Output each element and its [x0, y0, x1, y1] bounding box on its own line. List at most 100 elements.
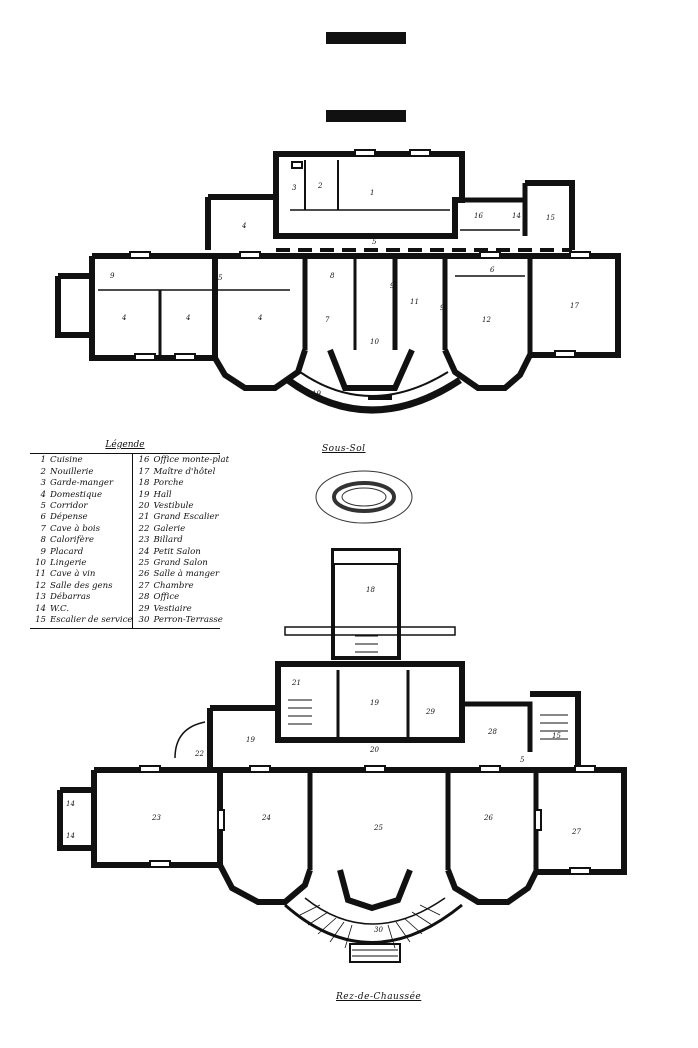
room-label: 3	[292, 184, 297, 192]
room-label: 26	[483, 814, 493, 822]
legend-row: 11 Cave à vin	[30, 569, 132, 580]
legend-number: 1	[40, 455, 46, 466]
legend-number: 17	[138, 466, 150, 477]
legend-room-name: Vestibule	[153, 501, 194, 512]
basement-room-numbers: 1 2 3 4 4 4 4 5 5 6 7 8 9 9 9 10 11 12 1…	[110, 182, 579, 398]
legend-number: 12	[35, 580, 46, 591]
legend-number: 13	[35, 592, 46, 603]
room-label: 14	[512, 212, 521, 220]
room-label: 7	[325, 316, 330, 324]
legend-number: 24	[138, 546, 150, 557]
ground-floor-caption: Rez-de-Chaussée	[336, 992, 422, 1002]
legend-number: 30	[138, 615, 150, 626]
legend-number: 27	[138, 580, 150, 591]
legend-room-name: Office	[153, 592, 180, 603]
legend-room-name: Perron-Terrasse	[153, 615, 223, 626]
legend-row: 9 Placard	[30, 547, 132, 558]
room-label: 24	[261, 814, 271, 822]
legend-number: 22	[138, 523, 150, 534]
room-label: 9	[110, 272, 115, 280]
legend-room-name: W.C.	[50, 603, 70, 614]
room-label: 4	[241, 222, 246, 230]
header-bars	[326, 32, 406, 122]
room-label: 2	[317, 182, 323, 190]
legend-number: 25	[138, 558, 150, 569]
oval-ornament	[315, 470, 413, 524]
legend-number: 11	[35, 569, 46, 580]
legend-room-name: Chambre	[153, 580, 194, 591]
room-label: 13	[432, 390, 441, 398]
legend-number: 2	[40, 466, 46, 477]
room-label: 12	[482, 316, 491, 324]
legend-number: 8	[40, 535, 46, 546]
legend-number: 6	[40, 512, 46, 523]
legend-room-name: Cuisine	[50, 455, 83, 466]
legend-number: 3	[40, 478, 46, 489]
legend-room-name: Maître d'hôtel	[153, 466, 216, 477]
room-label: 6	[490, 266, 495, 274]
legend-room-name: Dépense	[50, 512, 88, 523]
legend-room-name: Débarras	[50, 592, 91, 603]
basement-plan	[55, 149, 621, 414]
room-label: 5	[218, 274, 223, 282]
legend-room-name: Lingerie	[50, 558, 87, 569]
room-label: 4	[257, 314, 262, 322]
legend-room-name: Hall	[153, 489, 172, 500]
room-label: 14	[66, 800, 75, 808]
room-label: 18	[366, 586, 375, 594]
room-label: 5	[372, 238, 377, 246]
room-label: 4	[185, 314, 190, 322]
legend-number: 7	[40, 523, 46, 534]
legend-room-name: Placard	[50, 546, 84, 557]
legend-room-name: Grand Salon	[153, 558, 208, 569]
legend-room-name: Garde-manger	[50, 478, 114, 489]
legend-number: 18	[138, 478, 150, 489]
room-label: 10	[370, 338, 379, 346]
room-label: 17	[570, 302, 579, 310]
legend-number: 26	[138, 569, 150, 580]
legend-room-name: Corridor	[50, 501, 88, 512]
room-label: 8	[330, 272, 335, 280]
room-label: 15	[546, 214, 555, 222]
legend-number: 14	[35, 603, 46, 614]
room-label: 4	[121, 314, 126, 322]
room-label: 19	[370, 699, 379, 707]
legend-number: 19	[138, 489, 150, 500]
legend-room-name: Porche	[153, 478, 184, 489]
legend-room-name: Grand Escalier	[153, 512, 219, 523]
room-label: 27	[571, 828, 581, 836]
room-label: 9	[460, 716, 465, 724]
legend-number: 15	[35, 615, 46, 626]
room-label: 19	[246, 736, 255, 744]
legend-number: 21	[138, 512, 150, 523]
room-label: 14	[66, 832, 75, 840]
room-label: 21	[291, 679, 301, 687]
legend-number: 9	[40, 546, 46, 557]
room-label: 25	[373, 824, 383, 832]
legend-title: Légende	[105, 440, 145, 450]
room-label: 20	[369, 746, 379, 754]
legend-room-name: Cave à vin	[50, 569, 96, 580]
legend-number: 23	[138, 535, 150, 546]
room-label: 28	[487, 728, 497, 736]
room-label: 15	[552, 732, 561, 740]
legend-row: 3 Garde-manger	[30, 478, 132, 489]
legend-number: 20	[138, 501, 150, 512]
